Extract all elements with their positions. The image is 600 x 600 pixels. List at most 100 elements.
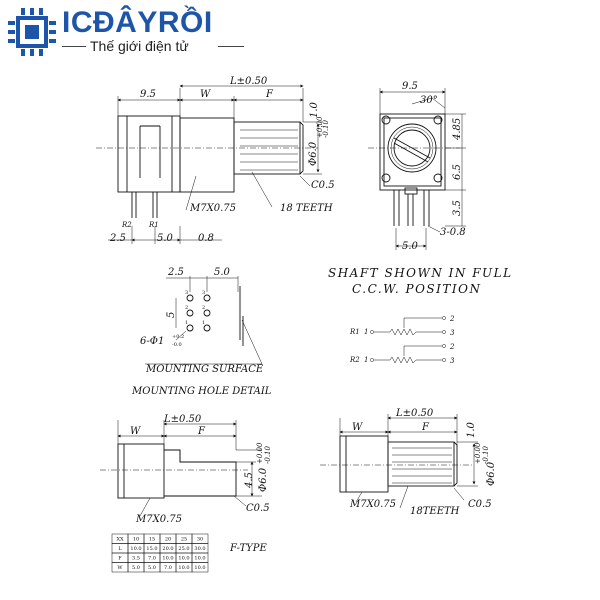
f-type-view: L±0.50 W F 4.5 Φ6.0 +0.00 -0.10 C0.5 M7X…: [100, 414, 272, 554]
hole-dim-a: 2.5: [167, 267, 184, 278]
brand-header: ICĐÂYRỒI Thế giới điện tử: [0, 0, 260, 62]
side-pin-r2: R2: [121, 221, 132, 229]
side-dim-b: 5.0: [157, 233, 174, 244]
table-cell: 10.0: [194, 556, 205, 562]
side-teeth: 18 TEETH: [280, 203, 333, 214]
table-cell: 10.0: [178, 565, 189, 571]
shaft-note-line1: SHAFT SHOWN IN FULL: [328, 266, 513, 280]
front-dim-low: 3.5: [452, 200, 463, 216]
table-header-cell: 20: [165, 537, 171, 543]
hole-pin-4: 3: [202, 290, 205, 296]
schem-r2: R2: [349, 356, 360, 364]
schem-r1-p2: 2: [449, 315, 455, 323]
hole-title: MOUNTING HOLE DETAIL: [131, 386, 272, 397]
side-dim-dia: Φ6.0: [308, 141, 319, 166]
schem-r1-p1: 1: [364, 328, 368, 336]
hole-dim-b: 5.0: [214, 267, 231, 278]
tagline-rule-right: [218, 46, 244, 47]
hole-dia: 6-Φ1: [140, 336, 164, 347]
table-header-cell: XX: [116, 537, 124, 543]
kv-dim-tip: 1.0: [466, 421, 477, 438]
kv-dim-w: W: [352, 422, 363, 433]
table-cell: 7.0: [164, 565, 172, 571]
chip-icon: [8, 8, 56, 56]
ft-dim-f: F: [197, 426, 206, 437]
kv-teeth: 18TEETH: [410, 506, 460, 517]
table-header-cell: 10: [133, 537, 139, 543]
ft-dim-flat: 4.5: [244, 472, 255, 489]
table-cell: 5.0: [132, 565, 140, 571]
table-cell: 10.0: [130, 546, 141, 552]
ft-dim-w: W: [130, 426, 141, 437]
kv-dim-dia: Φ6.0: [486, 461, 497, 486]
schem-r2-p3: 3: [450, 357, 455, 365]
knurl-view: L±0.50 W F 1.0 Φ6.0 +0.00 -0.10: [320, 408, 497, 517]
front-dim-width: 9.5: [402, 81, 418, 92]
table-cell: 20.0: [162, 546, 173, 552]
ft-dia-tol-top: +0.00: [256, 442, 264, 464]
schem-r2-p1: 1: [364, 356, 368, 364]
side-dia-tol-top: +0.00: [316, 116, 324, 138]
table-header-cell: 25: [181, 537, 187, 543]
schem-r1-p3: 3: [450, 329, 455, 337]
table-cell: 10.0: [178, 556, 189, 562]
table-cell-border: [191, 562, 209, 573]
side-dim-body: 9.5: [140, 89, 156, 100]
kv-dia-tol-top: +0.00: [474, 442, 482, 464]
hole-pin-6: 1: [202, 320, 205, 326]
table-cell: L: [118, 546, 122, 552]
side-dim-w: W: [200, 89, 211, 100]
side-thread: M7X0.75: [189, 203, 236, 214]
hole-dim-v: 5: [166, 312, 177, 318]
front-dim-top: 4.85: [452, 118, 463, 141]
side-dim-tip: 1.0: [309, 101, 320, 118]
hole-detail: 2.5 5.0 3 2 1 3 2 1 5 6-Φ1 +0.2 -0.0 MOU…: [131, 267, 272, 397]
ft-chamfer: C0.5: [246, 503, 270, 514]
tagline-rule-left: [62, 46, 86, 47]
table-cell: 15.0: [146, 546, 157, 552]
kv-dia-tol-bot: -0.10: [482, 446, 490, 464]
front-dim-mid: 6.5: [452, 164, 463, 180]
shaft-note-line2: C.C.W. POSITION: [352, 282, 481, 296]
hole-pin-2: 2: [185, 305, 188, 311]
ft-dim-dia: Φ6.0: [258, 467, 269, 492]
side-dim-a: 2.5: [109, 233, 126, 244]
table-cell: 25.0: [178, 546, 189, 552]
hole-pin-5: 2: [202, 305, 205, 311]
table-cell: 10.0: [162, 556, 173, 562]
brand-name: ICĐÂYRỒI: [62, 6, 213, 40]
front-angle: 30°: [420, 95, 438, 106]
schem-r2-p2: 2: [449, 343, 455, 351]
table-cell: W: [117, 565, 123, 571]
brand-prefix: IC: [62, 6, 93, 39]
ft-thread: M7X0.75: [135, 514, 182, 525]
kv-dim-total: L±0.50: [395, 408, 434, 419]
schem-r1: R1: [349, 328, 360, 336]
hole-tol-bot: -0.0: [172, 342, 182, 348]
table-cell: 3.5: [132, 556, 140, 562]
brand-tagline: Thế giới điện tử: [90, 38, 189, 54]
table-cell: 30.0: [194, 546, 205, 552]
hole-surface: MOUNTING SURFACE: [145, 364, 264, 375]
hole-pin-3: 1: [185, 320, 188, 326]
front-view: 9.5 30°: [368, 81, 466, 252]
front-dim-pin: 3-0.8: [440, 227, 466, 238]
hole-pin-1: 3: [185, 290, 188, 296]
table-cell: 10.0: [194, 565, 205, 571]
side-dim-f: F: [265, 89, 274, 100]
side-view: L±0.50 9.5 W F: [96, 76, 335, 244]
side-chamfer: C0.5: [311, 180, 335, 191]
shaft-note: SHAFT SHOWN IN FULL C.C.W. POSITION: [328, 266, 513, 296]
side-dim-total: L±0.50: [229, 76, 268, 87]
table-header-cell: 30: [197, 537, 203, 543]
kv-dim-f: F: [421, 422, 430, 433]
table-cell: 5.0: [148, 565, 156, 571]
ft-label: F-TYPE: [229, 543, 268, 554]
table-header-cell: 15: [149, 537, 155, 543]
ft-dia-tol-bot: -0.10: [264, 446, 272, 464]
side-dia-tol-bot: -0.10: [322, 120, 330, 138]
kv-thread: M7X0.75: [349, 499, 396, 510]
front-dim-pitch: 5.0: [402, 241, 419, 252]
